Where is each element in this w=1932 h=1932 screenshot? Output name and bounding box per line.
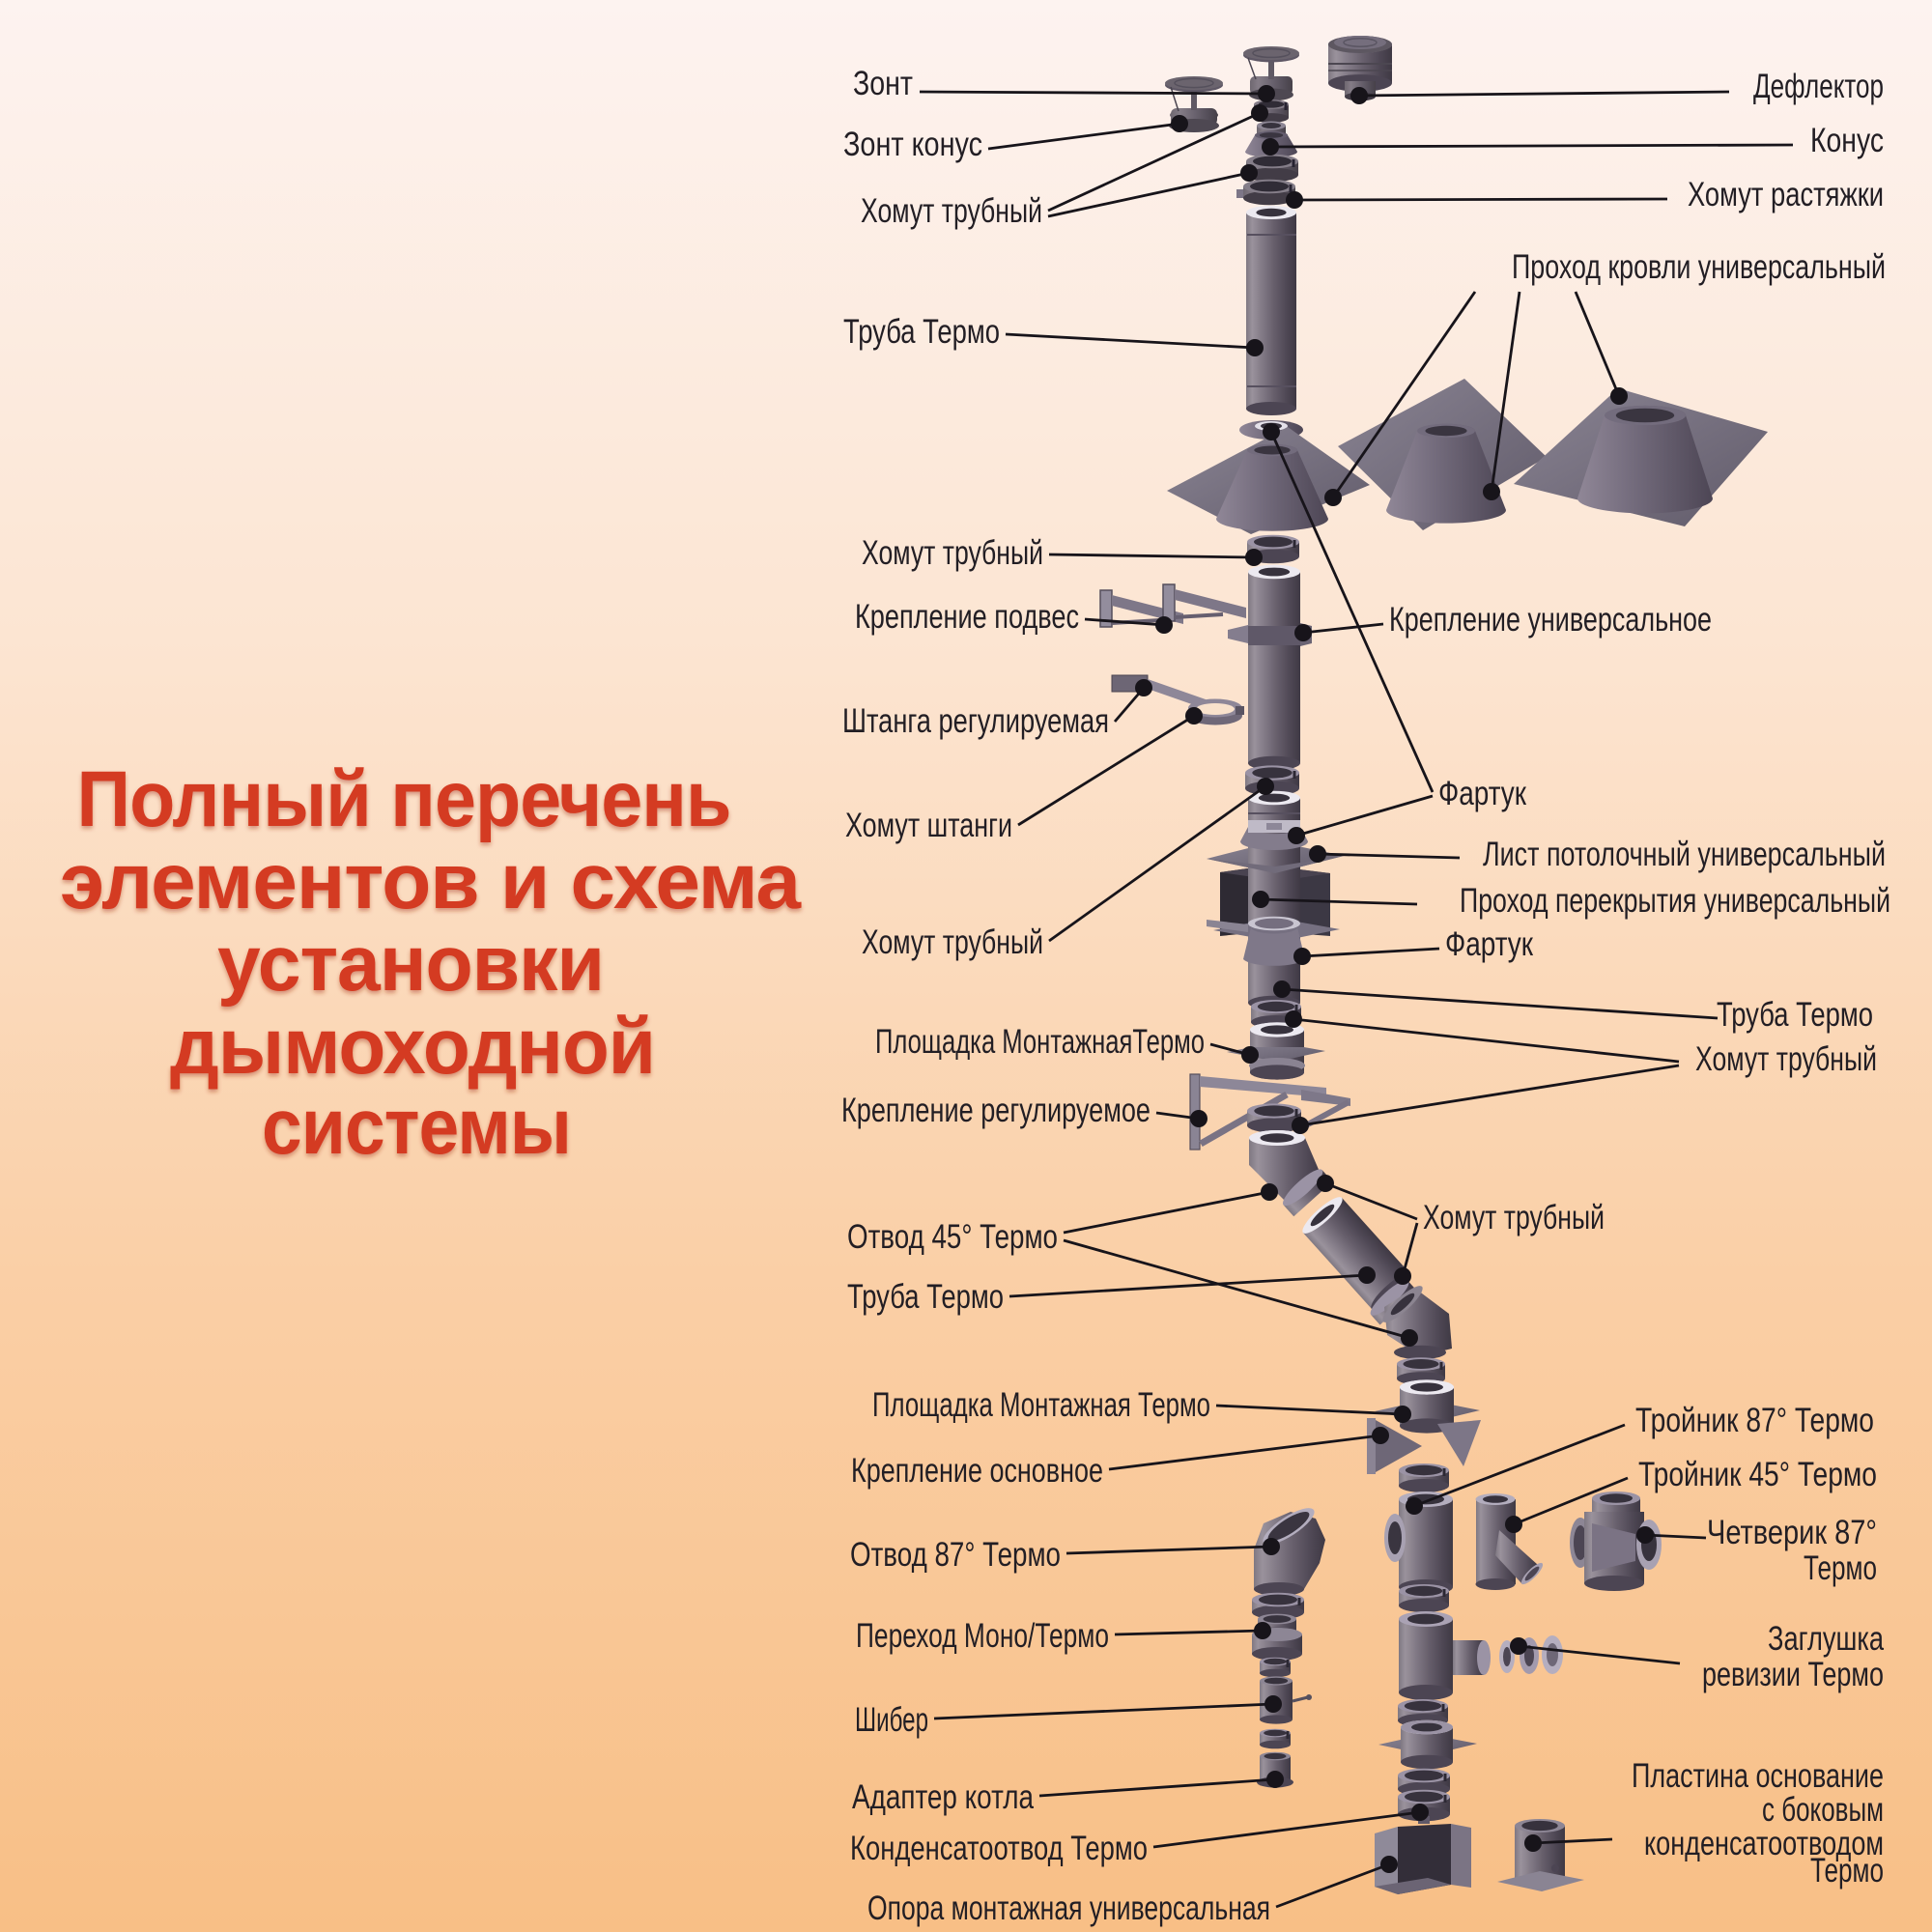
svg-text:ревизии Термо: ревизии Термо [1702, 1656, 1884, 1693]
svg-text:Конденсатоотвод Термо: Конденсатоотвод Термо [850, 1830, 1148, 1867]
svg-text:Хомут трубный: Хомут трубный [862, 534, 1043, 572]
svg-text:с боковым: с боковым [1762, 1791, 1884, 1829]
svg-text:Площадка Монтажная Термо: Площадка Монтажная Термо [872, 1386, 1210, 1424]
svg-text:Хомут трубный: Хомут трубный [1423, 1199, 1605, 1236]
svg-text:Хомут трубный: Хомут трубный [1695, 1040, 1877, 1078]
svg-text:Переход Моно/Термо: Переход Моно/Термо [856, 1617, 1109, 1655]
svg-text:Тройник 87° Термо: Тройник 87° Термо [1635, 1402, 1874, 1439]
svg-text:Термо: Термо [1810, 1852, 1884, 1889]
svg-text:Конус: Конус [1810, 122, 1884, 159]
svg-text:Опора монтажная универсальная: Опора монтажная универсальная [867, 1889, 1270, 1927]
svg-text:Полный перечень: Полный перечень [77, 755, 731, 843]
svg-text:Крепление основное: Крепление основное [851, 1452, 1103, 1490]
svg-text:Площадка МонтажнаяТермо: Площадка МонтажнаяТермо [875, 1023, 1205, 1061]
svg-text:Труба Термо: Труба Термо [1717, 996, 1873, 1034]
svg-text:Заглушка: Заглушка [1768, 1620, 1884, 1658]
svg-text:Проход кровли универсальный: Проход кровли универсальный [1512, 248, 1886, 286]
svg-text:элементов и схема: элементов и схема [60, 838, 802, 925]
svg-text:Зонт конус: Зонт конус [843, 126, 982, 163]
svg-text:Пластина основание: Пластина основание [1632, 1757, 1884, 1795]
svg-text:Тройник 45° Термо: Тройник 45° Термо [1638, 1456, 1877, 1493]
svg-text:Лист потолочный универсальный: Лист потолочный универсальный [1483, 836, 1886, 873]
svg-text:Адаптер котла: Адаптер котла [852, 1778, 1034, 1816]
svg-text:Дефлектор: Дефлектор [1753, 68, 1884, 105]
svg-text:Крепление регулируемое: Крепление регулируемое [841, 1092, 1151, 1129]
svg-text:Хомут штанги: Хомут штанги [845, 807, 1012, 844]
svg-text:конденсатоотводом: конденсатоотводом [1644, 1825, 1884, 1862]
svg-text:Крепление подвес: Крепление подвес [855, 598, 1079, 636]
svg-text:Зонт: Зонт [853, 65, 913, 102]
svg-text:Фартук: Фартук [1445, 925, 1534, 963]
svg-text:дымоходной: дымоходной [170, 1003, 655, 1091]
svg-text:системы: системы [262, 1083, 571, 1171]
svg-text:Крепление универсальное: Крепление универсальное [1389, 601, 1712, 639]
svg-text:Труба Термо: Труба Термо [843, 313, 1000, 351]
svg-text:Отвод 87° Термо: Отвод 87° Термо [850, 1536, 1061, 1574]
svg-text:Хомут трубный: Хомут трубный [861, 192, 1042, 230]
svg-text:Отвод 45° Термо: Отвод 45° Термо [847, 1218, 1058, 1256]
svg-text:Труба Термо: Труба Термо [847, 1278, 1004, 1316]
svg-text:Термо: Термо [1804, 1549, 1877, 1587]
svg-text:Шибер: Шибер [855, 1701, 928, 1739]
svg-text:Хомут трубный: Хомут трубный [862, 923, 1043, 961]
svg-text:Штанга регулируемая: Штанга регулируемая [842, 702, 1109, 740]
svg-text:Фартук: Фартук [1438, 775, 1527, 812]
svg-text:установки: установки [217, 920, 604, 1008]
svg-text:Четверик 87°: Четверик 87° [1707, 1514, 1877, 1551]
svg-text:Проход перекрытия универсальны: Проход перекрытия универсальный [1460, 882, 1890, 920]
svg-text:Хомут растяжки: Хомут растяжки [1688, 176, 1884, 213]
